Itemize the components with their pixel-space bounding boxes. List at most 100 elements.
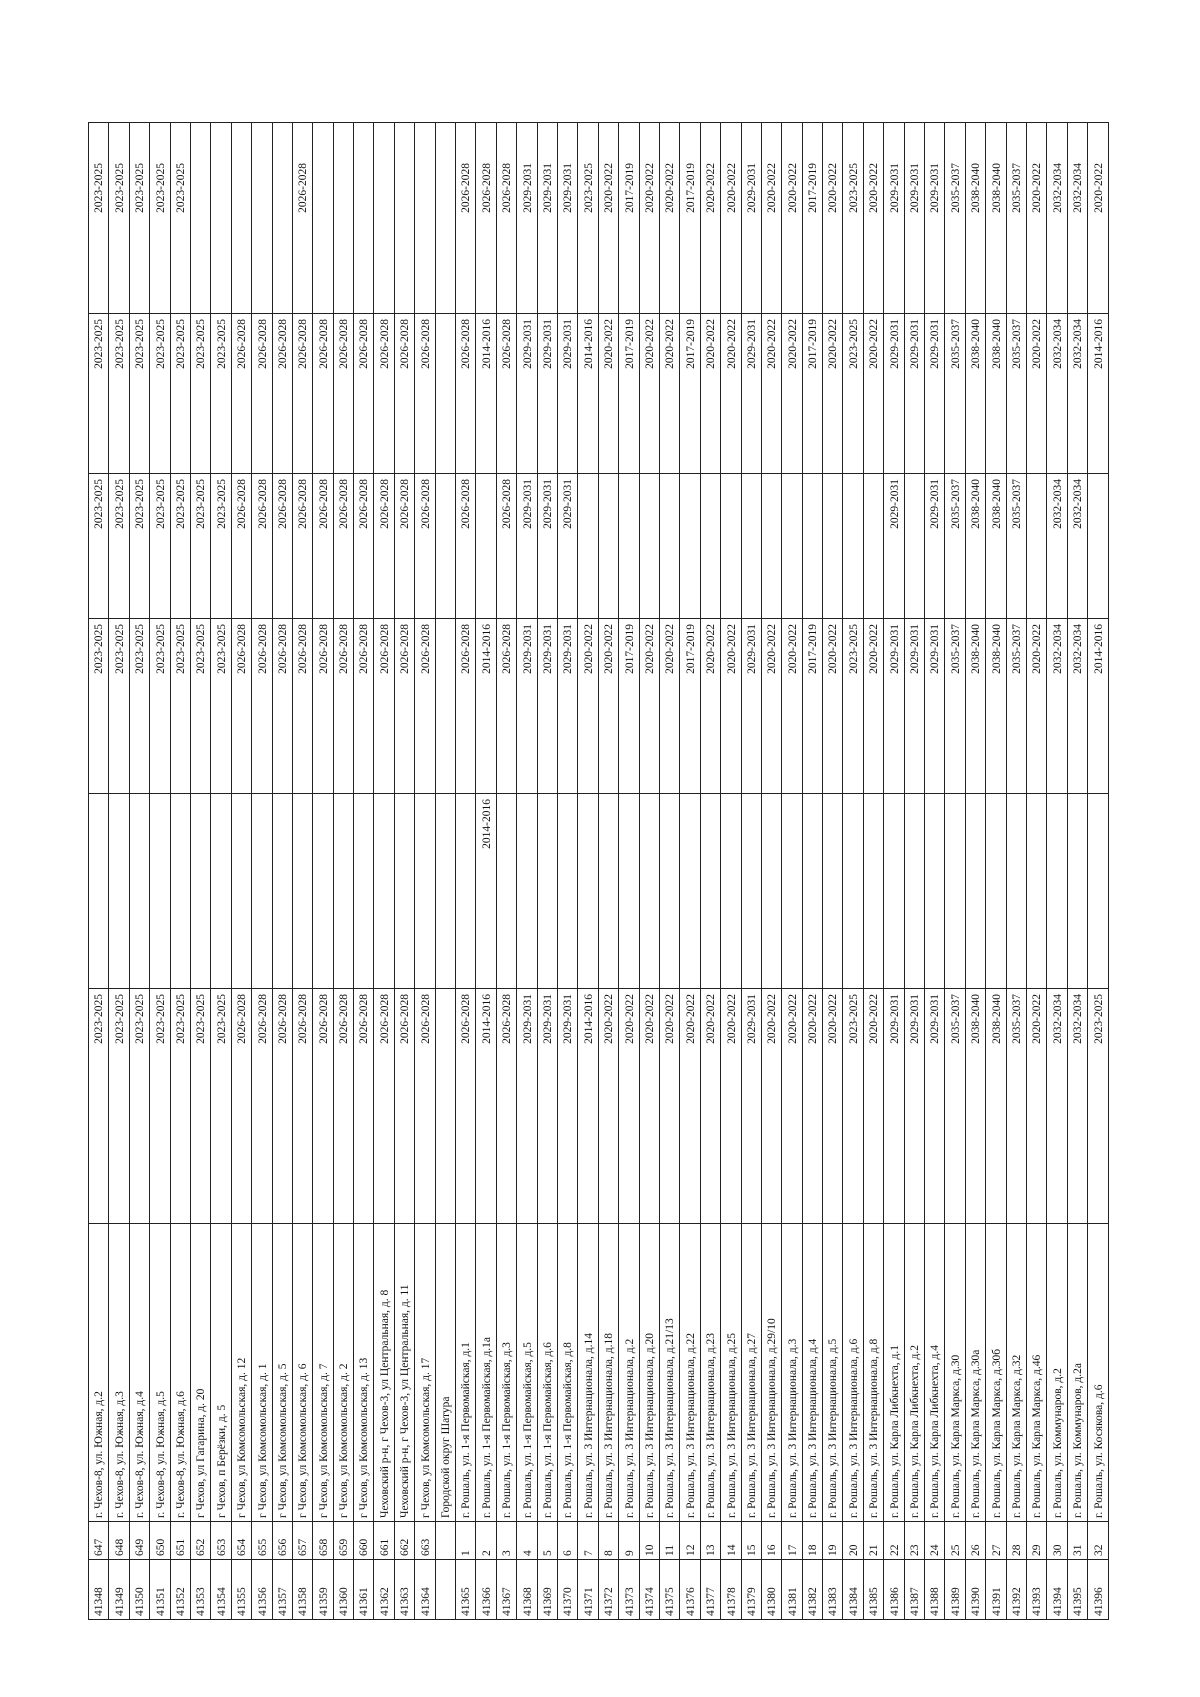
address-cell: г. Чехов-8, ул. Южная, д.5 bbox=[149, 1223, 171, 1522]
period-cell-6: 2020-2022 bbox=[1026, 122, 1047, 314]
period-cell-1: 2035-2037 bbox=[1006, 988, 1027, 1224]
row-id-cell: 41352 bbox=[170, 1559, 191, 1620]
period-cell-2 bbox=[272, 793, 293, 989]
period-cell-3: 2023-2025 bbox=[129, 618, 150, 794]
period-cell-2 bbox=[516, 793, 538, 989]
period-cell-5: 2023-2025 bbox=[190, 313, 211, 474]
period-cell-1: 2032-2034 bbox=[1046, 988, 1068, 1224]
period-cell-1: 2020-2022 bbox=[822, 988, 843, 1224]
row-id-cell: 41391 bbox=[985, 1559, 1007, 1620]
address-cell: г. Рошаль, ул. 3 Интернационала, д.21/13 bbox=[659, 1223, 680, 1522]
period-cell-4: 2035-2037 bbox=[1006, 473, 1027, 619]
row-id-cell: 41361 bbox=[353, 1559, 374, 1620]
period-cell-1: 2026-2028 bbox=[292, 988, 313, 1224]
row-id-cell: 41377 bbox=[700, 1559, 721, 1620]
period-cell-3: 2038-2040 bbox=[985, 618, 1007, 794]
period-cell-3: 2026-2028 bbox=[394, 618, 415, 794]
period-cell-6: 2020-2022 bbox=[659, 122, 680, 314]
address-cell: г Чехов, ул Комсомольская, д. 7 bbox=[312, 1223, 334, 1522]
period-cell-3: 2020-2022 bbox=[781, 618, 803, 794]
period-cell-5: 2020-2022 bbox=[598, 313, 619, 474]
period-cell-2 bbox=[1046, 793, 1068, 989]
period-cell-3: 2026-2028 bbox=[373, 618, 395, 794]
row-number-cell: 649 bbox=[129, 1521, 150, 1560]
row-number-cell: 647 bbox=[88, 1521, 109, 1560]
period-cell-3: 2029-2031 bbox=[883, 618, 905, 794]
period-cell-2 bbox=[496, 793, 517, 989]
period-cell-5: 2026-2028 bbox=[292, 313, 313, 474]
period-cell-3: 2023-2025 bbox=[170, 618, 191, 794]
period-cell-5: 2026-2028 bbox=[272, 313, 293, 474]
period-cell-3: 2026-2028 bbox=[231, 618, 252, 794]
period-cell-6: 2038-2040 bbox=[965, 122, 986, 314]
row-id-cell: 41358 bbox=[292, 1559, 313, 1620]
period-cell-4: 2023-2025 bbox=[190, 473, 211, 619]
period-cell-1: 2020-2022 bbox=[639, 988, 660, 1224]
address-cell: г Чехов, ул Комсомольская, д. 2 bbox=[333, 1223, 354, 1522]
row-number-cell: 13 bbox=[700, 1521, 721, 1560]
period-cell-6: 2017-2019 bbox=[802, 122, 823, 314]
address-cell: г. Рошаль, ул. 1-я Первомайская, д.8 bbox=[557, 1223, 578, 1522]
row-number-cell: 5 bbox=[537, 1521, 558, 1560]
period-cell-4: 2026-2028 bbox=[312, 473, 334, 619]
period-cell-3: 2023-2025 bbox=[88, 618, 109, 794]
address-cell: г. Рошаль, ул. 3 Интернационала, д.5 bbox=[822, 1223, 843, 1522]
period-cell-2 bbox=[557, 793, 578, 989]
period-cell-6: 2026-2028 bbox=[455, 122, 476, 314]
period-cell-2 bbox=[210, 793, 232, 989]
period-cell-1: 2023-2025 bbox=[1087, 988, 1109, 1224]
period-cell-5: 2035-2037 bbox=[1006, 313, 1027, 474]
period-cell-3: 2026-2028 bbox=[292, 618, 313, 794]
period-cell-2 bbox=[577, 793, 599, 989]
period-cell-4: 2029-2031 bbox=[537, 473, 558, 619]
address-cell: г. Чехов-8, ул. Южная, д.2 bbox=[88, 1223, 109, 1522]
period-cell-4: 2032-2034 bbox=[1067, 473, 1088, 619]
address-cell: г. Рошаль, ул. Карла Маркса, д.30б bbox=[985, 1223, 1007, 1522]
period-cell-2 bbox=[761, 793, 782, 989]
period-cell-6: 2026-2028 bbox=[475, 122, 497, 314]
period-cell-6 bbox=[272, 122, 293, 314]
period-cell-6: 2023-2025 bbox=[577, 122, 599, 314]
period-cell-5: 2020-2022 bbox=[761, 313, 782, 474]
address-cell: г Чехов, ул Комсомольская, д. 13 bbox=[353, 1223, 374, 1522]
period-cell-2 bbox=[639, 793, 660, 989]
row-id-cell: 41396 bbox=[1087, 1559, 1109, 1620]
row-number-cell: 656 bbox=[272, 1521, 293, 1560]
period-cell-4 bbox=[802, 473, 823, 619]
period-cell-4 bbox=[842, 473, 864, 619]
period-cell-4: 2026-2028 bbox=[455, 473, 476, 619]
period-cell-1: 2023-2025 bbox=[88, 988, 109, 1224]
period-cell-5: 2023-2025 bbox=[170, 313, 191, 474]
period-cell-6 bbox=[394, 122, 415, 314]
row-id-cell: 41362 bbox=[373, 1559, 395, 1620]
period-cell-3: 2020-2022 bbox=[1026, 618, 1047, 794]
period-cell-2 bbox=[985, 793, 1007, 989]
period-cell-3: 2020-2022 bbox=[700, 618, 721, 794]
address-cell: г. Рошаль, ул. 3 Интернационала, д.22 bbox=[679, 1223, 701, 1522]
row-number-cell: 662 bbox=[394, 1521, 415, 1560]
period-cell-2 bbox=[170, 793, 191, 989]
period-cell-3: 2026-2028 bbox=[251, 618, 273, 794]
row-number-cell: 31 bbox=[1067, 1521, 1088, 1560]
period-cell-2 bbox=[190, 793, 211, 989]
period-cell-5: 2017-2019 bbox=[802, 313, 823, 474]
address-cell: г. Чехов-8, ул. Южная, д.3 bbox=[108, 1223, 130, 1522]
row-id-cell: 41384 bbox=[842, 1559, 864, 1620]
period-cell-3: 2026-2028 bbox=[333, 618, 354, 794]
period-cell-5: 2020-2022 bbox=[720, 313, 741, 474]
period-cell-1: 2014-2016 bbox=[475, 988, 497, 1224]
period-cell-4: 2035-2037 bbox=[944, 473, 966, 619]
period-cell-5: 2026-2028 bbox=[455, 313, 476, 474]
period-cell-6: 2023-2025 bbox=[170, 122, 191, 314]
period-cell-3: 2020-2022 bbox=[598, 618, 619, 794]
period-cell-2 bbox=[435, 793, 456, 989]
period-cell-5: 2038-2040 bbox=[965, 313, 986, 474]
address-cell: г. Рошаль, ул. 3 Интернационала, д.3 bbox=[781, 1223, 803, 1522]
period-cell-3: 2014-2016 bbox=[475, 618, 497, 794]
